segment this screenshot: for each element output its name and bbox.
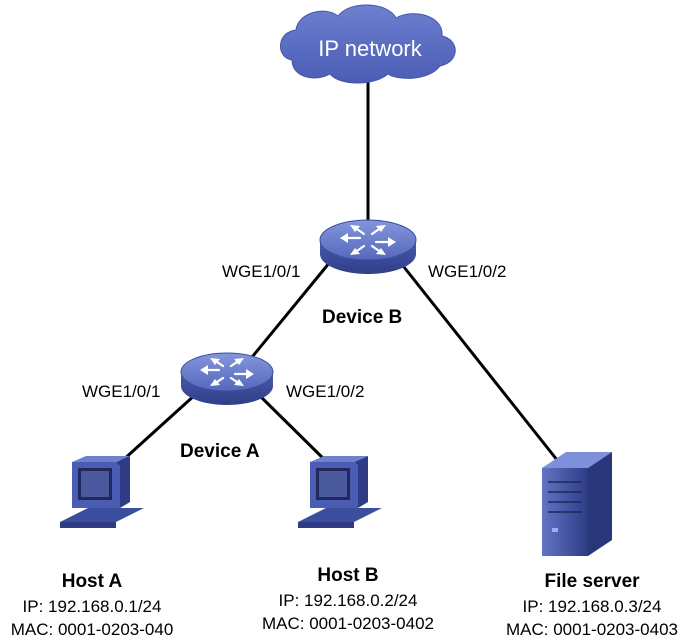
host-a-computer-icon: [60, 456, 144, 528]
device-b-switch-icon: [319, 219, 417, 274]
device-a-switch-icon: [180, 352, 274, 405]
device-b-port-right: WGE1/0/2: [428, 262, 507, 281]
file-server-icon: [542, 452, 612, 556]
file-server-ip: IP: 192.168.0.3/24: [522, 597, 662, 616]
device-b-name: Device B: [322, 307, 403, 328]
file-server-name: File server: [544, 571, 640, 592]
host-b-mac: MAC: 0001-0203-0402: [261, 614, 435, 633]
link-deviceb-fileserver: [398, 261, 567, 471]
host-a-ip: IP: 192.168.0.1/24: [22, 597, 162, 616]
device-a-port-right: WGE1/0/2: [286, 382, 365, 401]
file-server-mac: MAC: 0001-0203-0403: [505, 620, 679, 639]
device-a-port-left: WGE1/0/1: [82, 382, 161, 401]
cloud-label: IP network: [318, 36, 422, 61]
host-b-name: Host B: [317, 565, 379, 586]
device-a-name: Device A: [180, 441, 260, 462]
host-b-ip: IP: 192.168.0.2/24: [278, 591, 418, 610]
host-b-computer-icon: [298, 456, 382, 528]
host-a-mac: MAC: 0001-0203-040: [10, 620, 174, 639]
host-a-name: Host A: [61, 571, 123, 592]
link-deviceb-devicea: [246, 261, 332, 363]
device-b-port-left: WGE1/0/1: [222, 262, 301, 281]
cloud-icon: [280, 4, 456, 84]
